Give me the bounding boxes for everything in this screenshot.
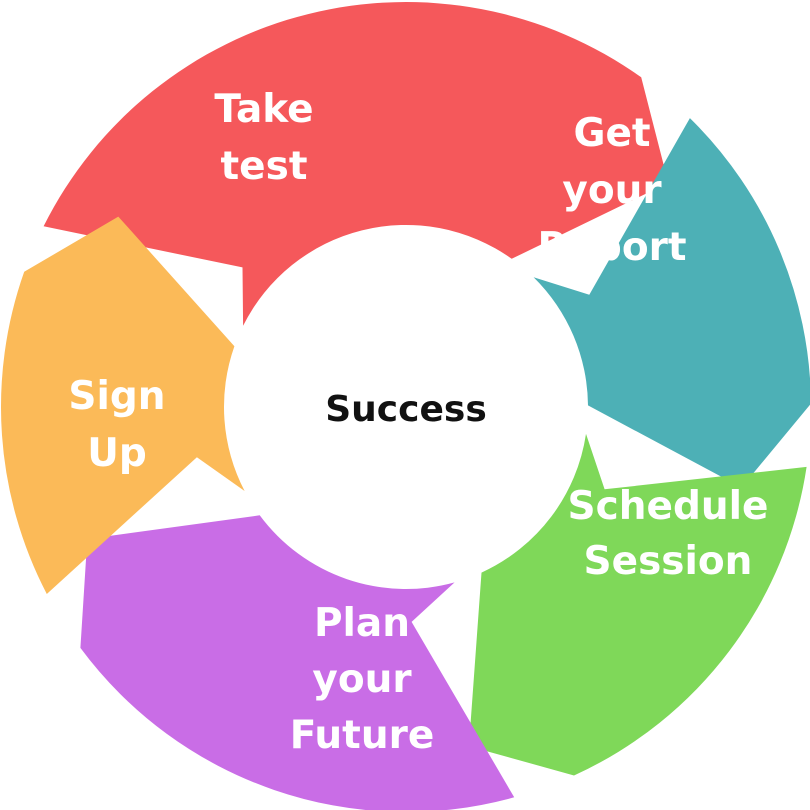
segment-schedule-session	[468, 433, 807, 776]
segment-label-line: your	[562, 168, 662, 213]
segment-label-take-test: Take test	[214, 87, 313, 189]
segment-label-line: Get	[573, 111, 650, 156]
segment-sign-up	[0, 216, 245, 594]
segment-label-line: Session	[584, 539, 753, 584]
segment-label-line: Schedule	[568, 484, 769, 529]
segment-label-line: Up	[87, 431, 147, 476]
segment-take-test	[43, 2, 669, 326]
center-hub	[226, 227, 586, 587]
segment-label-line: Report	[537, 225, 686, 270]
segment-label-line: Take	[214, 87, 313, 132]
segment-label-line: Plan	[314, 601, 410, 646]
segment-label-line: Sign	[68, 374, 165, 419]
center-label: Success	[325, 389, 487, 430]
segment-label-line: your	[312, 657, 412, 702]
segment-label-line: test	[221, 144, 308, 189]
segment-plan-your-future	[80, 515, 515, 810]
segment-get-your-report	[533, 118, 810, 488]
segment-label-line: Future	[290, 713, 435, 758]
